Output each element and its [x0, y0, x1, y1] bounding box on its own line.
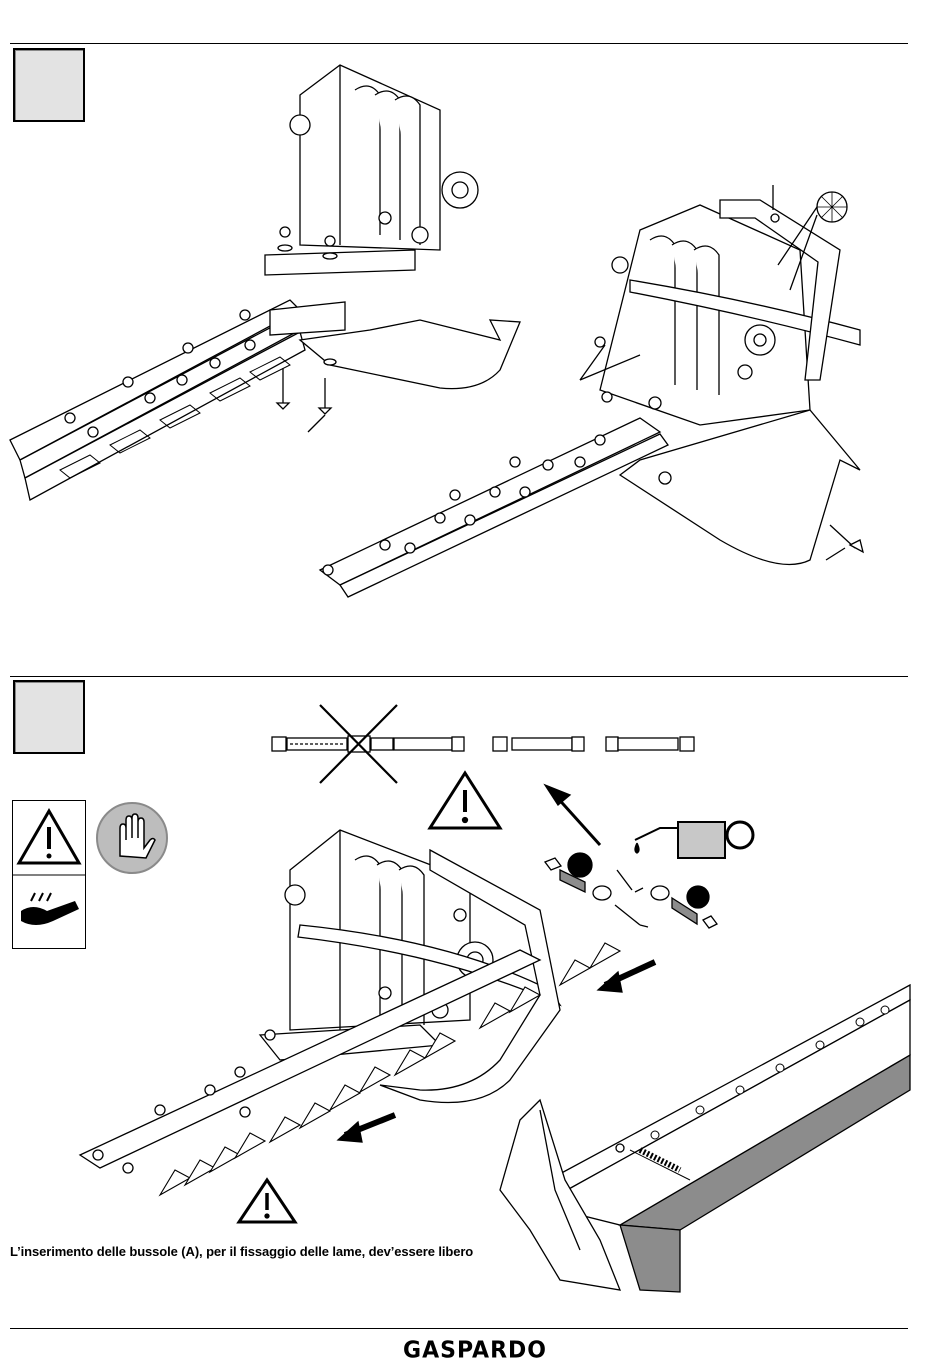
oil-can-icon — [635, 822, 753, 858]
hand-cut-icon — [21, 893, 79, 925]
glove-shape — [98, 804, 166, 872]
warning-triangle-icon-bottom — [239, 1180, 295, 1222]
motion-arrow-left — [338, 1115, 395, 1142]
warning-triangle-icon — [430, 773, 500, 828]
brand-logo: GASPARDO — [0, 1337, 950, 1363]
safety-panel — [12, 800, 86, 949]
bolt-variant-b — [606, 737, 694, 751]
gloves-icon — [96, 802, 168, 874]
motion-arrow-right — [598, 962, 655, 992]
marker-a — [568, 853, 592, 877]
caption-text: L’inserimento delle bussole (A), per il … — [10, 1244, 473, 1259]
warning-triangle-icon-small — [19, 811, 79, 863]
bolt-variant-a — [493, 737, 584, 751]
marker-b — [687, 886, 709, 908]
arrow-icon — [545, 785, 600, 845]
safety-panel-graphics — [13, 801, 85, 948]
crossed-bolt-icon — [272, 705, 464, 783]
bottom-assembly-illustration — [0, 0, 950, 1330]
